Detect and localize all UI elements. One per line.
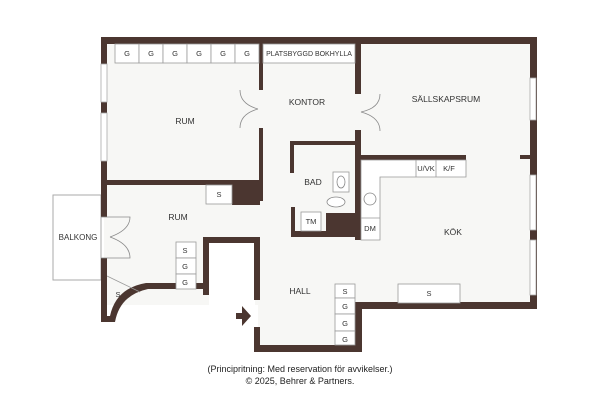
room-label-hall: HALL: [289, 286, 311, 296]
sink: [332, 171, 350, 193]
kitchen-counter: [360, 159, 467, 241]
wall-bad-left-lower: [291, 207, 295, 237]
svg-text:G: G: [342, 302, 348, 311]
double-door-rum[interactable]: [239, 89, 259, 129]
wall-kitchen-stub: [520, 155, 530, 159]
tm-label: TM: [306, 217, 317, 226]
wardrobe-label: G: [220, 49, 226, 58]
window: [100, 112, 108, 162]
room-label-kontor: KONTOR: [289, 97, 325, 107]
entrance-arrow-icon: [236, 306, 251, 326]
wall-rum-bottom: [104, 180, 263, 185]
closet: [205, 184, 233, 205]
bookshelf-label: PLATSBYGGD BOKHYLLA: [266, 51, 352, 58]
uvk-label: U/VK: [417, 164, 435, 173]
svg-text:G: G: [342, 319, 348, 328]
svg-text:G: G: [342, 335, 348, 344]
svg-text:G: G: [182, 262, 188, 271]
wall-rum-kontor-lower: [259, 128, 263, 185]
closet-label: S: [216, 190, 221, 199]
balcony: [52, 194, 102, 281]
svg-text:S: S: [182, 246, 187, 255]
wall-bad-block: [326, 213, 356, 233]
kitchen-sink: [363, 192, 377, 206]
wall-bad-top: [290, 141, 360, 145]
window: [100, 63, 108, 103]
wall-kitchen-bottom: [355, 302, 537, 309]
wall-left-lower: [101, 258, 107, 322]
wall-rum2-bottom: [203, 237, 260, 243]
wall-hall-bottom: [254, 345, 362, 352]
window: [529, 174, 537, 231]
room-label-rum-2: RUM: [168, 212, 187, 222]
room-label-rum: RUM: [175, 116, 194, 126]
closet-line: [106, 275, 141, 293]
wall-stub: [259, 185, 263, 201]
wall-right: [530, 37, 537, 309]
wall-hall-left-lower: [254, 327, 260, 352]
caption-disclaimer: (Principritning: Med reservation för avv…: [207, 364, 393, 374]
wall-bad-bottom: [291, 231, 361, 237]
wall-curved: [101, 283, 209, 322]
dm-label: DM: [364, 224, 376, 233]
bookshelf: [262, 43, 356, 64]
wall-kitchen-top: [361, 155, 466, 160]
room-label-kok: KÖK: [444, 227, 462, 237]
wall-kontor-sallskap: [355, 44, 361, 94]
room-label-sallskapsrum: SÄLLSKAPSRUM: [412, 94, 481, 104]
caption-copyright: © 2025, Behrer & Partners.: [245, 376, 355, 386]
top-wardrobes: G G G G G G: [114, 43, 260, 64]
hall-storage: S G G G: [334, 283, 356, 346]
wall-hall-left: [254, 237, 260, 300]
wardrobe-label: G: [244, 49, 250, 58]
window: [529, 77, 537, 121]
room-label-balkong: BALKONG: [59, 233, 98, 242]
floor-main: [104, 41, 533, 305]
wardrobe-label: G: [124, 49, 130, 58]
svg-text:G: G: [182, 278, 188, 287]
washing-machine: [300, 211, 322, 232]
wall-kontor-sallskap-lower: [355, 130, 361, 240]
wardrobe-label: G: [172, 49, 178, 58]
kitchen-cabinet-label: S: [426, 289, 431, 298]
wall-rum2-notch: [203, 237, 209, 295]
window: [529, 239, 537, 296]
rum2-side-storage: S G G: [175, 241, 197, 290]
wall-rum-kontor: [259, 44, 263, 90]
wall-hall-right: [355, 302, 362, 352]
corner-closet-label: S: [115, 290, 120, 299]
room-label-bad: BAD: [304, 177, 321, 187]
wardrobe-label: G: [196, 49, 202, 58]
double-door-balkong[interactable]: [101, 216, 131, 259]
wall-block: [232, 183, 260, 205]
svg-text:S: S: [342, 287, 347, 296]
wall-bad-left: [290, 141, 294, 173]
kf-label: K/F: [443, 164, 455, 173]
wardrobe-label: G: [148, 49, 154, 58]
double-door-sallskap[interactable]: [360, 93, 381, 132]
sink-bowl: [336, 175, 346, 189]
kitchen-cabinet: [397, 283, 461, 304]
toilet: [326, 196, 346, 208]
wall-top: [101, 37, 537, 44]
